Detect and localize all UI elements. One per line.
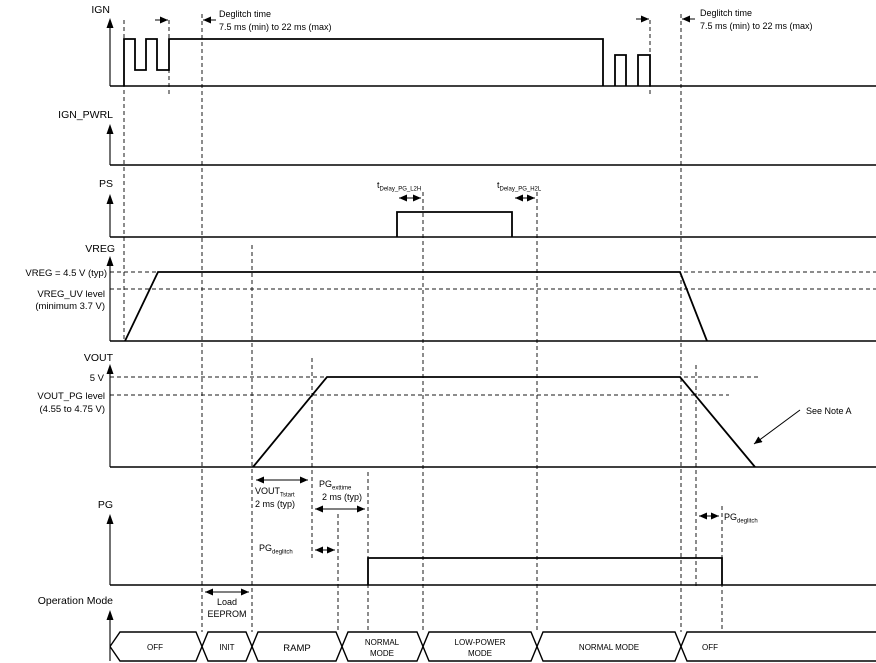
vout-pg-label-line2: (4.55 to 4.75 V)	[40, 404, 105, 415]
ps-label: PS	[99, 178, 113, 190]
vout-tstart-value: 2 ms (typ)	[255, 499, 295, 509]
vout-axis-arrow	[106, 364, 114, 374]
ign-pwrl-label: IGN_PWRL	[58, 109, 113, 121]
vreg-typ-label: VREG = 4.5 V (typ)	[25, 268, 107, 279]
dashed-guidelines	[123, 14, 723, 632]
mode-bus-bottom	[109, 631, 876, 662]
t-delay-l2h-label: tDelay_PG_L2H	[377, 180, 421, 193]
ps-waveform	[396, 211, 513, 237]
vout-pg-label-line1: VOUT_PG level	[37, 391, 105, 402]
mode-off-2: OFF	[702, 643, 718, 652]
pg-axis-arrow	[106, 514, 114, 524]
mode-off-1: OFF	[147, 643, 163, 652]
vout-label: VOUT	[84, 352, 114, 364]
mode-normal-2: NORMAL MODE	[579, 643, 639, 652]
pg-deglitch-end-label: PGdeglitch	[724, 512, 758, 525]
load-eeprom-line2: EEPROM	[207, 609, 246, 619]
vreg-waveform	[124, 271, 708, 342]
ign-row: IGN Deglitch time 7.5 ms (min) to 22 ms …	[91, 4, 876, 87]
pg-exttime-value: 2 ms (typ)	[322, 492, 362, 502]
vreg-uv-label-line1: VREG_UV level	[37, 289, 105, 300]
t-delay-h2l-label: tDelay_PG_H2L	[497, 180, 542, 193]
vout-5v-label: 5 V	[90, 373, 105, 384]
load-eeprom-line1: Load	[217, 597, 237, 607]
ign-waveform	[123, 38, 604, 86]
deglitch-left-line1: Deglitch time	[219, 9, 271, 19]
vreg-uv-label-line2: (minimum 3.7 V)	[35, 301, 105, 312]
vreg-label: VREG	[85, 243, 115, 255]
vout-tstart-label: VOUTTstart	[255, 486, 295, 499]
operation-mode-row: Operation Mode Load EEPROM OFF INIT RAMP…	[38, 588, 876, 662]
vout-row: VOUT 5 V VOUT_PG level (4.55 to 4.75 V) …	[37, 352, 876, 468]
mode-normal-1-line1: NORMAL	[365, 638, 400, 647]
vreg-row: VREG VREG = 4.5 V (typ) VREG_UV level (m…	[25, 243, 876, 342]
pg-row: PG VOUTTstart 2 ms (typ) PGexttime 2 ms …	[98, 476, 876, 586]
pg-label: PG	[98, 499, 113, 511]
mode-init: INIT	[219, 643, 234, 652]
ign-off-glitches	[614, 54, 651, 86]
deglitch-right-line1: Deglitch time	[700, 8, 752, 18]
mode-ramp: RAMP	[283, 643, 310, 654]
ps-row: PS tDelay_PG_L2H tDelay_PG_H2L	[99, 178, 876, 238]
see-note-arrow	[753, 409, 801, 445]
mode-low-power-line1: LOW-POWER	[455, 638, 506, 647]
deglitch-left-line2: 7.5 ms (min) to 22 ms (max)	[219, 22, 332, 32]
deglitch-right-line2: 7.5 ms (min) to 22 ms (max)	[700, 21, 813, 31]
ign-label: IGN	[91, 4, 110, 16]
pg-deglitch-start-label: PGdeglitch	[259, 543, 293, 556]
pg-waveform	[367, 557, 723, 585]
operation-mode-axis-arrow	[106, 610, 114, 620]
ign-axis-arrow	[106, 18, 114, 28]
mode-bus-top	[109, 631, 876, 662]
ign-pwrl-axis-arrow	[106, 124, 114, 134]
pg-exttime-label: PGexttime	[319, 479, 352, 492]
vout-waveform	[252, 376, 756, 468]
operation-mode-label: Operation Mode	[38, 595, 113, 607]
ign-pwrl-row: IGN_PWRL	[58, 109, 876, 166]
see-note-label: See Note A	[806, 406, 852, 416]
mode-low-power-line2: MODE	[468, 649, 492, 658]
vreg-axis-arrow	[106, 256, 114, 266]
mode-normal-1-line2: MODE	[370, 649, 394, 658]
ps-axis-arrow	[106, 194, 114, 204]
